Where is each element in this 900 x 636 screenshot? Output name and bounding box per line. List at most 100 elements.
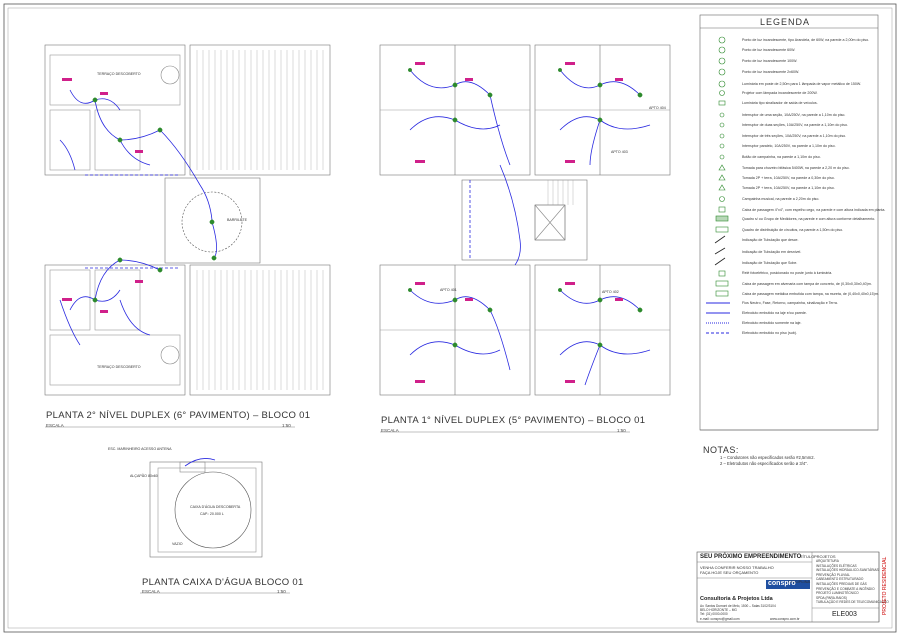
plan-scale-water-tank: 1:50: [277, 589, 286, 594]
plan-scale-duplex-1st: 1:50: [617, 428, 626, 433]
legend-item-text: Indicação de Tubulação em desnível.: [742, 250, 802, 254]
plan-title-duplex-1st: PLANTA 1° NÍVEL DUPLEX (5° PAVIMENTO) – …: [381, 415, 646, 426]
project-discipline-item: CABEAMENTO ESTRUTURADO: [816, 577, 864, 582]
plan-title-water-tank: PLANTA CAIXA D'ÁGUA BLOCO 01: [142, 577, 304, 588]
legend-item-text: Indicação de Tubulação que desce.: [742, 238, 799, 242]
company-line-3: Tel: (31) 0000-0000: [700, 612, 728, 616]
discipline-label: DISCIPLINA: [788, 579, 811, 584]
plan-duplex-1st-level: [379, 44, 671, 396]
project-discipline-item: INSTALAÇÕES PREDIAIS DE GÁS: [816, 582, 867, 586]
note-2: 2 – Eletrodutos não especificados serão …: [720, 461, 808, 466]
room-label-apto401: APTO 401: [440, 288, 457, 292]
legend-item: Relé fotoelétrico, posicionado no poste …: [710, 271, 890, 280]
plan-scale-label-water-tank: ESCALA: [142, 589, 160, 594]
legend-item-text: Eletroduto embutido na laje e/ou parede.: [742, 311, 807, 315]
legend-item-text: Fios Neutro, Fase, Retorno, campainha, s…: [742, 301, 838, 305]
legend-item: Botão de campainha, na parede a 1,10m do…: [710, 155, 890, 164]
legend-item-text: Caixa de passagem metálica embutida com …: [742, 292, 879, 296]
legend-item: Quadro de distribuição de circuitos, na …: [710, 228, 890, 237]
projects-label: PROJETOS: [814, 554, 836, 559]
company-line-1: Av. Santos Dumont de Melo, 1500 – Salas …: [700, 604, 776, 608]
room-label-water-tank: CAIXA D'ÁGUA DESCOBERTA: [190, 505, 241, 509]
legend-item: Quadro s/ ou Grupo de Medidores, na pare…: [710, 217, 890, 226]
project-address-2: FAÇA HOJE SEU ORÇAMENTO: [700, 570, 759, 575]
room-label-hatch: ALÇAPÃO 80x60: [130, 474, 158, 478]
legend-item: Luminária tipo sinalizador de saída de v…: [710, 101, 890, 110]
project-address-1: VENHA CONFERIR NOSSO TRABALHO: [700, 565, 774, 570]
legend-item: Tomada 2P + terra, 10A/250V, na parede a…: [710, 176, 890, 185]
legend-item-text: Tomada 2P + terra, 10A/250V, na parede a…: [742, 176, 835, 180]
legend-item-text: Indicação de Tubulação que Sobe.: [742, 261, 798, 265]
legend-item: Ponto de luz incandescente 2x60W.: [710, 70, 890, 79]
legend-item: Ponto de luz incandescente 100W.: [710, 59, 890, 68]
legend-item-text: Caixa de passagem 4"x4", com espelho ceg…: [742, 208, 886, 212]
legend-item: Interruptor de duas seções, 10A/250V, na…: [710, 123, 890, 132]
project-discipline-item: PREVENÇÃO PLUVIAL: [816, 572, 851, 577]
legend-item-text: Eletroduto embutido somente na laje.: [742, 321, 802, 325]
project-name: SEU PRÓXIMO EMPREENDIMENTO: [700, 554, 802, 560]
project-discipline-item: SPDA (PARA-RAIOS): [816, 595, 847, 600]
legend-item-text: Interruptor de uma seção, 10A/250V, na p…: [742, 113, 846, 117]
legend-item-text: Ponto de luz incandescente 60W.: [742, 48, 796, 52]
project-discipline-item: INSTALAÇÕES ELÉTRICAS: [816, 563, 857, 568]
note-1: 1 – Condutores não especificados serão #…: [720, 455, 815, 460]
legend-title: LEGENDA: [760, 17, 811, 27]
room-label-water-tank-capacity: CAP.: 20.000 L: [200, 512, 224, 516]
company-site: www.conspro.com.br: [770, 617, 800, 621]
title-label: TÍTULO: [800, 554, 815, 559]
legend-item: Ponto de luz incandescente 60W.: [710, 48, 890, 57]
legend-item-text: Botão de campainha, na parede a 1,10m do…: [742, 155, 821, 159]
legend-item: Indicação de Tubulação que Sobe.: [710, 261, 890, 270]
legend-item-text: Ponto de luz incandescente, tipo Arandel…: [742, 38, 870, 42]
legend-item-text: Campainha musical, na parede a 2,20m do …: [742, 197, 820, 201]
legend-item: Indicação de Tubulação em desnível.: [710, 250, 890, 259]
legend-item: Eletroduto embutido na laje e/ou parede.: [710, 311, 890, 320]
side-label: PROJETO RESIDENCIAL: [882, 556, 888, 615]
legend-item-text: Interruptor de três seções, 10A/250V, na…: [742, 134, 847, 138]
company-email: e-mail: conspro@gmail.com: [700, 617, 740, 621]
legend-item-text: Ponto de luz incandescente 2x60W.: [742, 70, 800, 74]
legend-item-text: Caixa de passagem em alvenaria com tampa…: [742, 282, 872, 286]
legend-item: Tomada para chuveiro bifásica 5400W, na …: [710, 166, 890, 175]
legend-item-text: Quadro de distribuição de circuitos, na …: [742, 228, 844, 232]
room-label-ladder: ESC. MARINHEIRO ACESSO ANTENA: [108, 447, 172, 451]
legend-item: Projetor com lâmpada incandescente de 20…: [710, 91, 890, 100]
legend-item: Campainha musical, na parede a 2,20m do …: [710, 197, 890, 206]
legend-item-text: Quadro s/ ou Grupo de Medidores, na pare…: [742, 217, 876, 221]
legend-item-text: Eletroduto embutido no piso (sub).: [742, 331, 797, 335]
project-discipline-item: ARQUITETURA: [816, 559, 839, 563]
plan-water-tank: [149, 461, 263, 558]
legend-symbols: [715, 36, 729, 297]
legend-item: Interruptor de três seções, 10A/250V, na…: [710, 134, 890, 143]
plan-scale-label-duplex-1st: ESCALA: [381, 428, 399, 433]
circuit-tags: [62, 62, 623, 383]
company-logo: conspro: [768, 580, 796, 587]
legend-item: Eletroduto embutido somente na laje.: [710, 321, 890, 330]
legend-item-text: Projetor com lâmpada incandescente de 20…: [742, 91, 818, 95]
legend-item: Caixa de passagem 4"x4", com espelho ceg…: [710, 208, 890, 217]
company-name: Consultoria & Projetos Ltda: [700, 596, 773, 602]
electrical-symbols: [92, 67, 643, 348]
project-discipline-item: INSTALAÇÕES HIDRÁULICO-SANITÁRIAS: [816, 568, 879, 573]
legend-item-text: Luminária tipo sinalizador de saída de v…: [742, 101, 818, 105]
legend-item: Caixa de passagem metálica embutida com …: [710, 292, 890, 301]
legend-item: Interruptor de uma seção, 10A/250V, na p…: [710, 113, 890, 122]
legend-item: Ponto de luz incandescente, tipo Arandel…: [710, 38, 890, 47]
legend-item-text: Ponto de luz incandescente 100W.: [742, 59, 798, 63]
sheet-number: ELE003: [832, 611, 857, 618]
room-label-terrace-upper: TERRAÇO DESCOBERTO: [97, 72, 141, 76]
legend-item: Caixa de passagem em alvenaria com tampa…: [710, 282, 890, 291]
room-label-terrace-lower: TERRAÇO DESCOBERTO: [97, 365, 141, 369]
legend-item-text: Luminária em poste de 2,50m para 1 lâmpa…: [742, 82, 862, 86]
plan-scale-duplex-2nd: 1:50: [282, 423, 291, 428]
plan-title-duplex-2nd: PLANTA 2° NÍVEL DUPLEX (6° PAVIMENTO) – …: [46, 410, 311, 421]
room-label-barrilete: BARRILETE: [227, 218, 247, 222]
room-label-void: VAZIO: [172, 542, 183, 546]
legend-item: Tomada 2P + terra, 10A/250V, na parede a…: [710, 186, 890, 195]
legend-item: Interruptor paralelo, 10A/250V, na pared…: [710, 144, 890, 153]
company-line-2: BELO HORIZONTE – MG: [700, 608, 737, 612]
plan-duplex-2nd-level: [44, 44, 331, 396]
legend-item-text: Tomada 2P + terra, 10A/250V, na parede a…: [742, 186, 835, 190]
